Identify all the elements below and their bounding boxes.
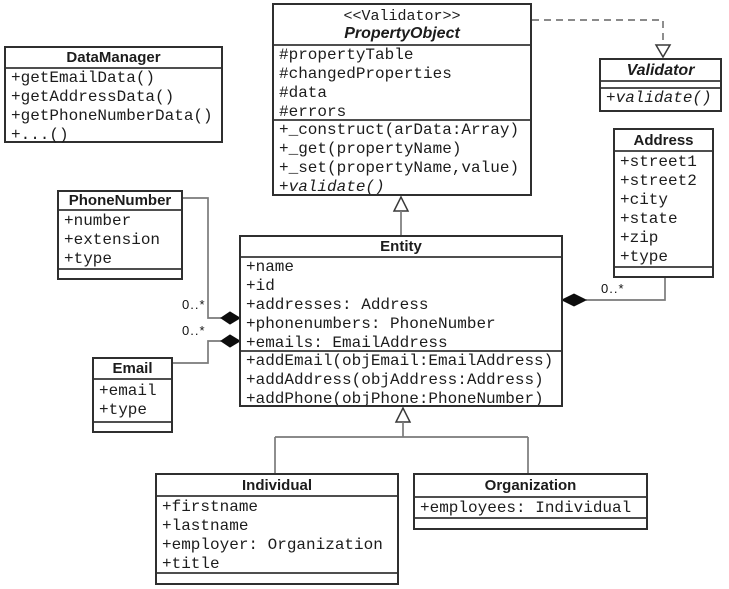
hollow-triangle-icon: [394, 406, 412, 423]
composition-line-entity-address: [586, 278, 666, 301]
attribute: +type: [64, 250, 113, 268]
attribute: +number: [64, 212, 132, 230]
class-propertyobject[interactable]: <<Validator>> PropertyObject #propertyTa…: [272, 3, 532, 196]
method: +addAddress(objAddress:Address): [246, 371, 544, 389]
filled-diamond-icon: [560, 293, 588, 307]
attribute: +type: [99, 401, 148, 419]
multiplicity-label: 0..*: [182, 297, 206, 312]
attribute: +state: [620, 210, 678, 228]
class-name: Individual: [157, 475, 397, 495]
attribute: +phonenumbers: PhoneNumber: [246, 315, 496, 333]
class-name-label: Validator: [626, 61, 695, 79]
class-datamanager[interactable]: DataManager +getEmailData() +getAddressD…: [4, 46, 223, 143]
attribute: +employer: Organization: [162, 536, 383, 554]
multiplicity-label: 0..*: [601, 281, 625, 296]
attribute: +name: [246, 258, 295, 276]
method: +_get(propertyName): [279, 140, 462, 158]
composition-line-entity-phonenumber: [183, 197, 221, 319]
realization-line-propertyobject-validator: [532, 19, 664, 44]
method: +getPhoneNumberData(): [11, 107, 213, 125]
attributes-compartment: +number +extension +type: [59, 209, 181, 268]
class-name-label: DataManager: [66, 49, 161, 66]
methods-compartment: +validate(): [601, 87, 720, 110]
methods-compartment: +getEmailData() +getAddressData() +getPh…: [6, 67, 221, 143]
method: +getAddressData(): [11, 88, 175, 106]
class-name: Address: [615, 130, 712, 150]
class-email[interactable]: Email +email +type: [92, 357, 173, 433]
filled-diamond-icon: [220, 311, 241, 325]
class-name: Entity: [241, 237, 561, 256]
class-name-label: Organization: [484, 477, 577, 494]
hollow-triangle-icon: [392, 195, 410, 212]
methods-compartment: [415, 517, 646, 528]
class-name: <<Validator>> PropertyObject: [274, 5, 530, 44]
attribute: #data: [279, 84, 328, 102]
attribute: +email: [99, 382, 157, 400]
method: +_construct(arData:Array): [279, 121, 520, 139]
class-address[interactable]: Address +street1 +street2 +city +state +…: [613, 128, 714, 278]
methods-compartment: [157, 572, 397, 583]
composition-line-entity-email: [173, 340, 221, 364]
class-name-label: Address: [633, 131, 694, 149]
stereotype-label: <<Validator>>: [343, 7, 461, 25]
filled-diamond-icon: [220, 334, 241, 348]
multiplicity-label: 0..*: [182, 323, 206, 338]
attribute: +emails: EmailAddress: [246, 334, 448, 350]
class-organization[interactable]: Organization +employees: Individual: [413, 473, 648, 530]
generalization-line-children-entity: [274, 422, 529, 474]
hollow-triangle-icon: [654, 44, 672, 59]
method: +_set(propertyName,value): [279, 159, 520, 177]
method: +addEmail(objEmail:EmailAddress): [246, 352, 554, 370]
class-entity[interactable]: Entity +name +id +addresses: Address +ph…: [239, 235, 563, 407]
class-name: PhoneNumber: [59, 192, 181, 209]
attribute: +title: [162, 555, 220, 572]
class-validator[interactable]: Validator +validate(): [599, 58, 722, 112]
methods-compartment: [94, 421, 171, 431]
abstract-method: +validate(): [279, 178, 385, 194]
attributes-compartment: +email +type: [94, 378, 171, 421]
attribute: +id: [246, 277, 275, 295]
method: +...(): [11, 126, 69, 143]
class-individual[interactable]: Individual +firstname +lastname +employe…: [155, 473, 399, 585]
method: +getEmailData(): [11, 69, 156, 87]
class-name-label: Individual: [241, 476, 312, 494]
attributes-compartment: +employees: Individual: [415, 496, 646, 517]
methods-compartment: +addEmail(objEmail:EmailAddress) +addAdd…: [241, 350, 561, 405]
class-name: Email: [94, 359, 171, 378]
attributes-compartment: +firstname +lastname +employer: Organiza…: [157, 495, 397, 572]
attribute: #changedProperties: [279, 65, 452, 83]
class-name-label: Email: [112, 360, 153, 377]
attribute: +extension: [64, 231, 161, 249]
abstract-method: +validate(): [606, 89, 712, 107]
attribute: +employees: Individual: [420, 499, 632, 517]
methods-compartment: [59, 268, 181, 278]
class-name: Organization: [415, 475, 646, 496]
attribute: +lastname: [162, 517, 249, 535]
class-name-label: PhoneNumber: [68, 192, 172, 209]
class-name-label: Entity: [380, 238, 422, 255]
attribute: #errors: [279, 103, 347, 119]
class-name-label: PropertyObject: [344, 24, 460, 42]
class-name: DataManager: [6, 48, 221, 67]
attributes-compartment: #propertyTable #changedProperties #data …: [274, 44, 530, 119]
attribute: #propertyTable: [279, 46, 414, 64]
methods-compartment: [615, 266, 712, 276]
attribute: +addresses: Address: [246, 296, 429, 314]
attribute: +firstname: [162, 498, 259, 516]
class-name: Validator: [601, 60, 720, 80]
attribute: +zip: [620, 229, 659, 247]
attribute: +street2: [620, 172, 697, 190]
attribute: +type: [620, 248, 669, 266]
attributes-compartment: +name +id +addresses: Address +phonenumb…: [241, 256, 561, 350]
method: +addPhone(objPhone:PhoneNumber): [246, 390, 544, 405]
class-phonenumber[interactable]: PhoneNumber +number +extension +type: [57, 190, 183, 280]
attribute: +city: [620, 191, 669, 209]
attribute: +street1: [620, 153, 697, 171]
attributes-compartment: +street1 +street2 +city +state +zip +typ…: [615, 150, 712, 266]
methods-compartment: +_construct(arData:Array) +_get(property…: [274, 119, 530, 194]
attributes-compartment: [601, 80, 720, 87]
